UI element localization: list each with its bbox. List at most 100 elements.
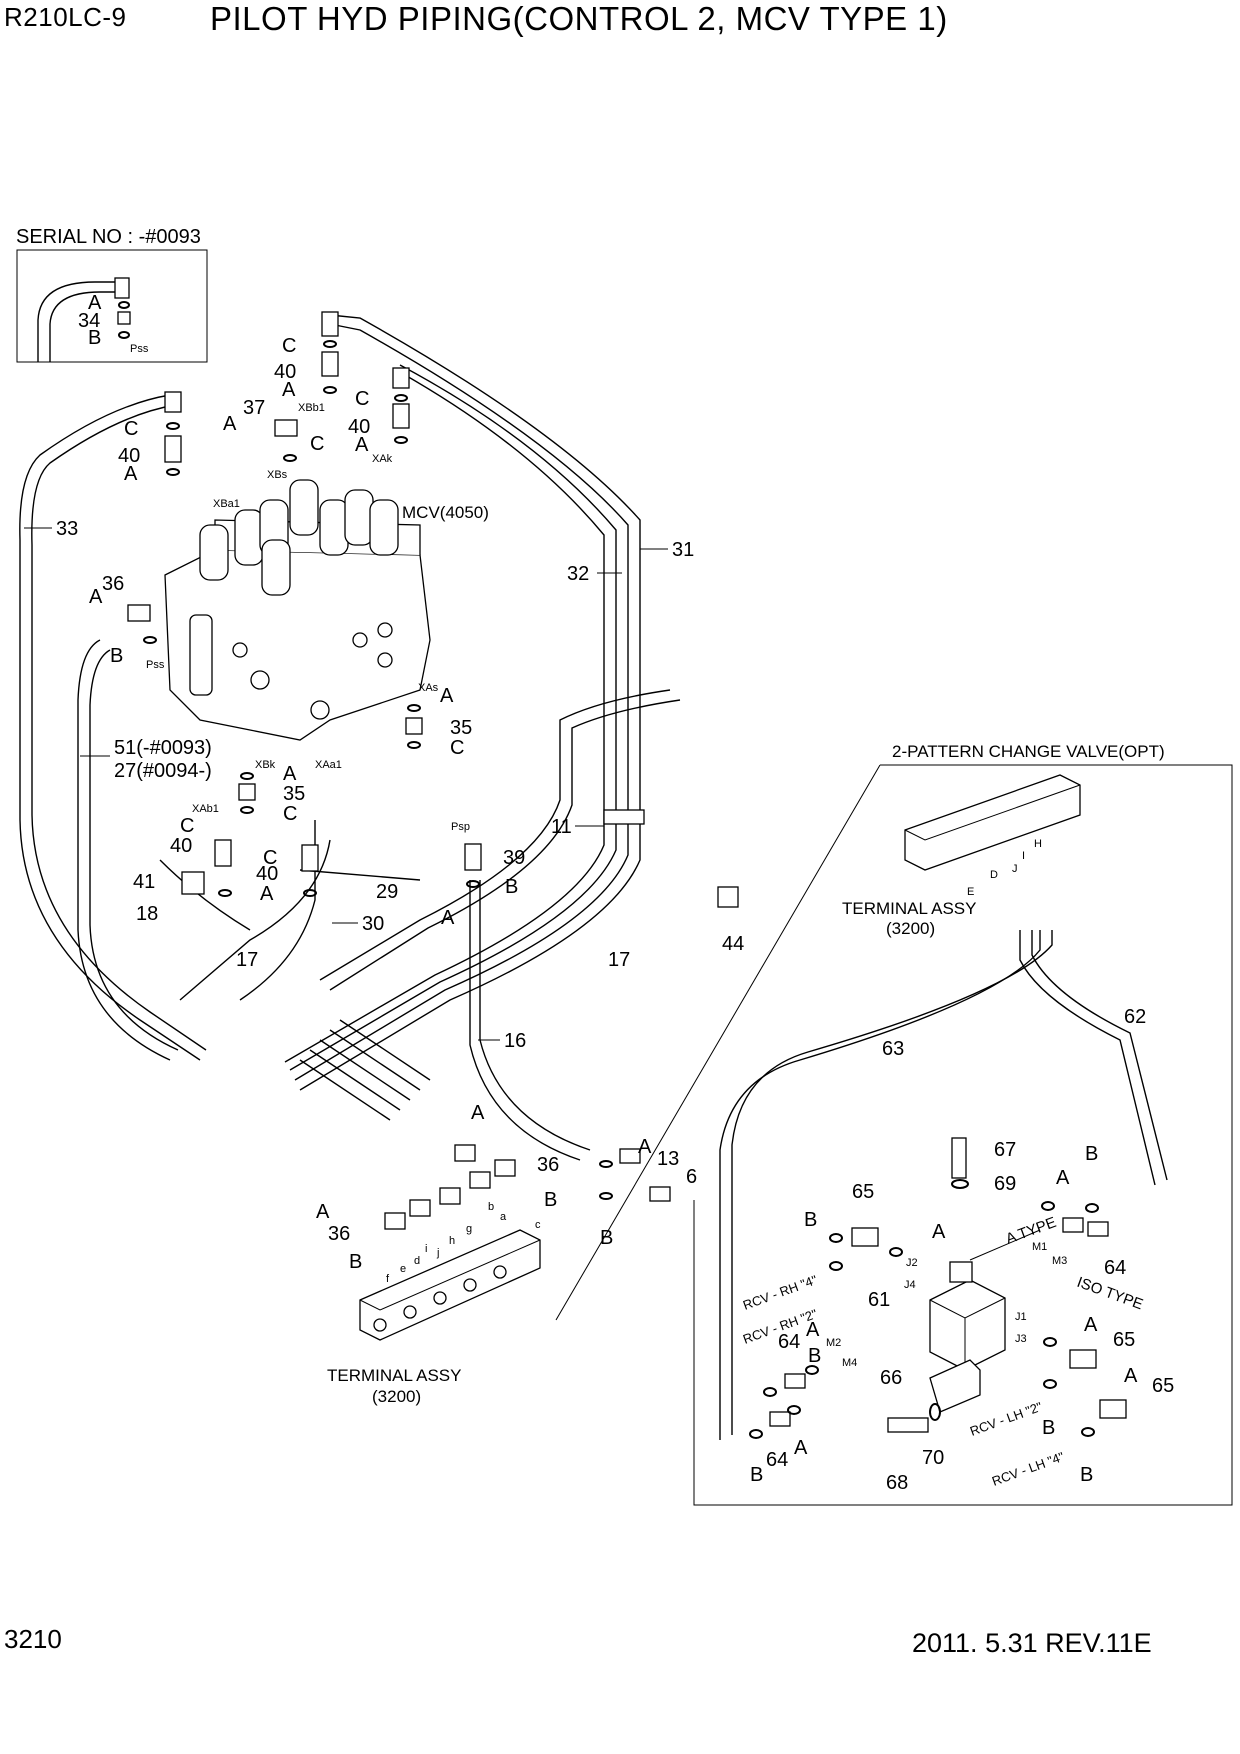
terminal-port-j: j xyxy=(436,1247,439,1259)
callout-41: 41 xyxy=(133,871,155,893)
adapter-35-right xyxy=(405,717,423,735)
callout-35-right: 35 xyxy=(450,717,472,739)
oring-top-c1 xyxy=(323,340,337,348)
tee-40-lower xyxy=(214,839,232,867)
elbow-36-t1 xyxy=(384,1212,406,1230)
callout-33: 33 xyxy=(56,518,78,540)
terminal-main-label: TERMINAL ASSY xyxy=(327,1366,461,1385)
terminal-main-sub: (3200) xyxy=(372,1387,421,1406)
letter-a-36: A xyxy=(89,586,103,608)
callout-40-right: 40 xyxy=(348,416,370,438)
letter-b-terminal-left: B xyxy=(349,1251,362,1273)
clamp-11 xyxy=(603,809,645,825)
pv-letter-b2: B xyxy=(804,1209,817,1231)
letter-b-39: B xyxy=(505,876,518,898)
serial-label: SERIAL NO : -#0093 xyxy=(16,226,201,248)
mcv-port-xas: XAs xyxy=(418,682,439,694)
pv-port-j1: J1 xyxy=(1015,1311,1027,1323)
pattern-terminal-edge xyxy=(904,784,1081,841)
pv-port-j4: J4 xyxy=(904,1279,916,1291)
oring-35-c xyxy=(407,741,421,749)
terminal-port-1 xyxy=(373,1318,387,1332)
callout-30: 30 xyxy=(362,913,384,935)
pipe-bundle-terminal xyxy=(299,1019,431,1121)
oring-pv-7 xyxy=(1043,1379,1057,1389)
pipe-62-b xyxy=(1031,930,1168,1181)
callout-18: 18 xyxy=(136,903,158,925)
oring-pv-12 xyxy=(749,1429,763,1439)
model-code: R210LC-9 xyxy=(4,2,127,32)
elbow-36-t2 xyxy=(409,1199,431,1217)
callout-11: 11 xyxy=(551,816,572,838)
inset-oring-b xyxy=(118,331,130,339)
letter-c-left: C xyxy=(124,418,138,440)
callout-16: 16 xyxy=(504,1030,526,1052)
callout-65-right: 65 xyxy=(1113,1329,1135,1351)
inset-label-34: 34 xyxy=(78,310,100,332)
callout-65-top: 65 xyxy=(852,1181,874,1203)
callout-17-right: 17 xyxy=(608,949,630,971)
mcv-fittings xyxy=(127,311,739,1202)
callout-51: 51(-#0093) xyxy=(114,737,212,759)
valve-lever xyxy=(969,1229,1041,1261)
pv-letter-a5: A xyxy=(1084,1314,1098,1336)
valve-solenoid xyxy=(949,1261,973,1283)
oring-left-a xyxy=(166,468,180,476)
callout-64-3: 64 xyxy=(1104,1257,1126,1279)
pipe-29 xyxy=(299,869,421,881)
elbow-36-left xyxy=(127,604,151,622)
elbow-36-t6 xyxy=(454,1144,476,1162)
washer-70 xyxy=(929,1403,941,1421)
mcv-spool-cap-7 xyxy=(369,499,399,556)
pipe-16-a xyxy=(479,880,591,1151)
inset-adapter-34 xyxy=(117,311,131,325)
callout-13: 13 xyxy=(657,1148,679,1170)
pipe-33-inner xyxy=(31,404,207,1051)
pattern-terminal-block xyxy=(904,774,1081,871)
letter-c-37: C xyxy=(310,433,324,455)
letter-a-right: A xyxy=(355,434,369,456)
pipe-33-outer xyxy=(19,394,201,1061)
elbow-36-t3 xyxy=(439,1187,461,1205)
plug-6 xyxy=(649,1186,671,1202)
bolt-67 xyxy=(951,1137,967,1179)
pattern-terminal-sub: (3200) xyxy=(886,919,935,938)
pipe-17-c xyxy=(179,839,331,1001)
pattern-terminal-label: TERMINAL ASSY xyxy=(842,899,976,918)
callout-40-lower-2: 40 xyxy=(256,863,278,885)
terminal-port-h: h xyxy=(449,1235,455,1247)
callout-27: 27(#0094-) xyxy=(114,760,212,782)
terminal-block-edge xyxy=(359,1239,541,1311)
letter-b-terminal-1: B xyxy=(544,1189,557,1211)
terminal-port-b: b xyxy=(488,1201,494,1213)
callout-68: 68 xyxy=(886,1472,908,1494)
pipe-63-a xyxy=(719,930,1041,1440)
elbow-37 xyxy=(274,419,298,437)
inset-port-pss: Pss xyxy=(130,343,149,355)
oring-pv-4 xyxy=(1041,1201,1055,1211)
callout-39: 39 xyxy=(503,847,525,869)
mcv-spool-cap-2 xyxy=(234,509,264,566)
letter-a-lower: A xyxy=(260,883,274,905)
fitting-41 xyxy=(181,871,205,895)
pv-port-j3: J3 xyxy=(1015,1333,1027,1345)
oring-pv-9 xyxy=(805,1365,819,1375)
letter-a-37: A xyxy=(223,413,237,435)
letter-c-35-left: C xyxy=(283,803,297,825)
pv-letter-a3: A xyxy=(806,1319,820,1341)
mcv-label: MCV(4050) xyxy=(402,503,489,522)
pv-letter-a1: A xyxy=(1056,1167,1070,1189)
pattern-valve-inset: 2-PATTERN CHANGE VALVE(OPT) TERMINAL ASS… xyxy=(555,742,1233,1506)
mcv-port-2 xyxy=(377,622,393,638)
pv-rcv-lh-2: RCV - LH "2" xyxy=(968,1399,1045,1439)
inset-oring-a xyxy=(118,301,130,309)
mcv-spool-cap-5 xyxy=(319,499,349,556)
terminal-port-g: g xyxy=(466,1223,472,1235)
terminal-port-c: c xyxy=(535,1219,541,1231)
mcv-port-xba1: XBa1 xyxy=(213,498,240,510)
mcv-spool-cap-1 xyxy=(199,524,229,581)
oring-pv-6 xyxy=(1043,1337,1057,1347)
oring-pv-1 xyxy=(829,1233,843,1243)
callout-70: 70 xyxy=(922,1447,944,1469)
